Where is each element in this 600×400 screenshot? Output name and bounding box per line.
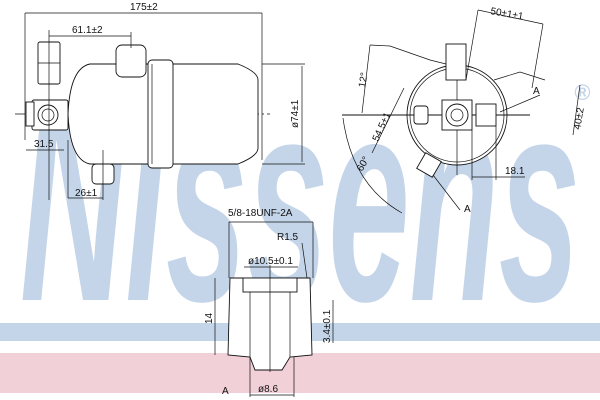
dim-offset: 18.1 — [505, 166, 525, 177]
dim-port-offset: 61.1±2 — [72, 25, 103, 36]
angle-top: 12° — [357, 72, 370, 89]
detail-view: 5/8-18UNF-2A R1.5 ø10.5±0.1 14 3.4±0.1 ø… — [204, 208, 334, 397]
dim-fitting-offset: 31.5 — [34, 139, 54, 150]
side-view: 175±2 61.1±2 31.5 26±1 ø74±1 — [15, 2, 305, 200]
end-view: 50±1±1 12° 54.5±1 60° 40±2 18.1 A A — [342, 6, 587, 215]
detail-radius: R1.5 — [277, 232, 299, 243]
dim-diameter: ø74±1 — [290, 99, 301, 128]
watermark-pink-band — [0, 353, 600, 393]
dim-bottom-port: 26±1 — [75, 188, 98, 199]
detail-depth: 3.4±0.1 — [322, 309, 333, 343]
thread-spec: 5/8-18UNF-2A — [228, 208, 293, 219]
section-label-bottom: A — [464, 204, 471, 215]
dim-height: 40±2 — [572, 106, 587, 130]
watermark-registered: ® — [574, 80, 591, 105]
dim-bracket: 50±1±1 — [489, 6, 524, 23]
detail-outer-diameter: ø10.5±0.1 — [248, 256, 293, 267]
dim-overall-length: 175±2 — [130, 2, 158, 13]
detail-inner-diameter: ø8.6 — [258, 384, 278, 395]
section-label-top: A — [533, 86, 540, 97]
detail-height: 14 — [204, 312, 215, 324]
detail-section-label: A — [222, 386, 229, 397]
